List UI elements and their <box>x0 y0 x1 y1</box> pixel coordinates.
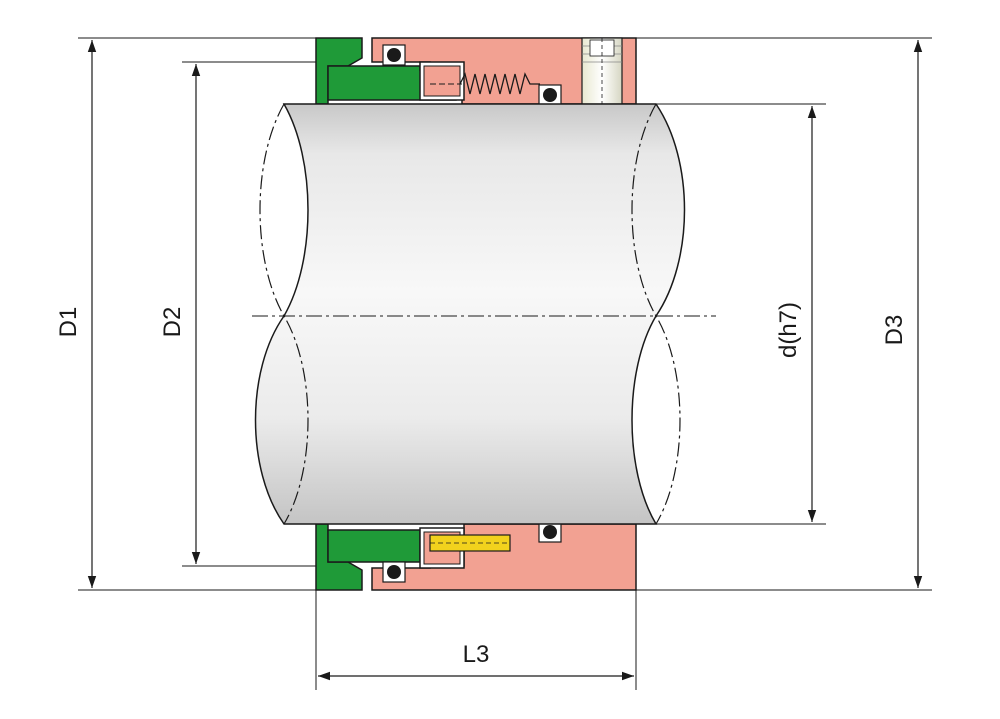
shaft <box>254 103 686 525</box>
label-D3: D3 <box>881 315 908 346</box>
label-D1: D1 <box>55 307 82 338</box>
set-screw <box>581 37 623 112</box>
shaft-break-right <box>631 103 681 525</box>
label-d: d(h7) <box>775 302 802 358</box>
lower-seal-face <box>327 529 421 563</box>
lower-seal-section <box>315 521 637 591</box>
upper-o-ring-2 <box>538 84 562 106</box>
dimension-lines <box>87 40 923 681</box>
spring <box>459 72 540 95</box>
extension-lines <box>78 37 932 690</box>
label-D2: D2 <box>159 307 186 338</box>
lower-o-ring-2 <box>382 561 406 583</box>
lower-o-ring-1 <box>538 521 562 543</box>
upper-o-ring-1 <box>382 44 406 66</box>
upper-seal-section <box>315 37 637 112</box>
label-L3: L3 <box>463 641 490 668</box>
